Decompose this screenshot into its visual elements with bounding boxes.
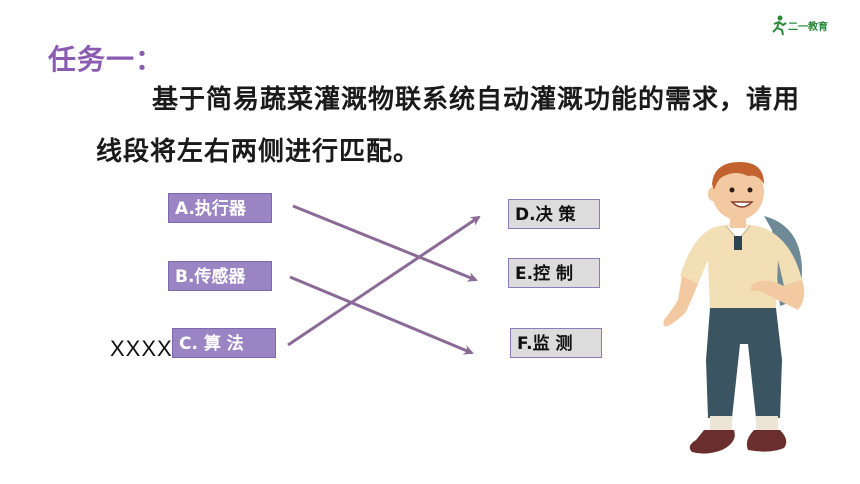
left-item-a[interactable]: A.执行器: [168, 193, 272, 223]
left-item-b[interactable]: B.传感器: [168, 261, 272, 291]
line-c-to-d: [287, 215, 481, 347]
task-instruction: 基于简易蔬菜灌溉物联系统自动灌溉功能的需求，请用线段将左右两侧进行匹配。: [96, 85, 801, 167]
brand-logo: 二一教育: [768, 14, 840, 36]
line-b-to-f: [289, 275, 474, 355]
runner-icon: [772, 15, 787, 36]
left-item-c[interactable]: C. 算 法: [172, 328, 276, 358]
right-item-f[interactable]: F.监 测: [510, 328, 602, 358]
placeholder-annotation: XXXX: [110, 336, 173, 361]
student-boy-icon: [663, 162, 805, 454]
line-a-to-e: [292, 204, 478, 282]
right-item-d[interactable]: D.决 策: [508, 199, 600, 229]
logo-text: 二一教育: [788, 22, 828, 33]
right-item-e[interactable]: E.控 制: [508, 258, 600, 288]
task-title: 任务一：: [48, 43, 165, 76]
